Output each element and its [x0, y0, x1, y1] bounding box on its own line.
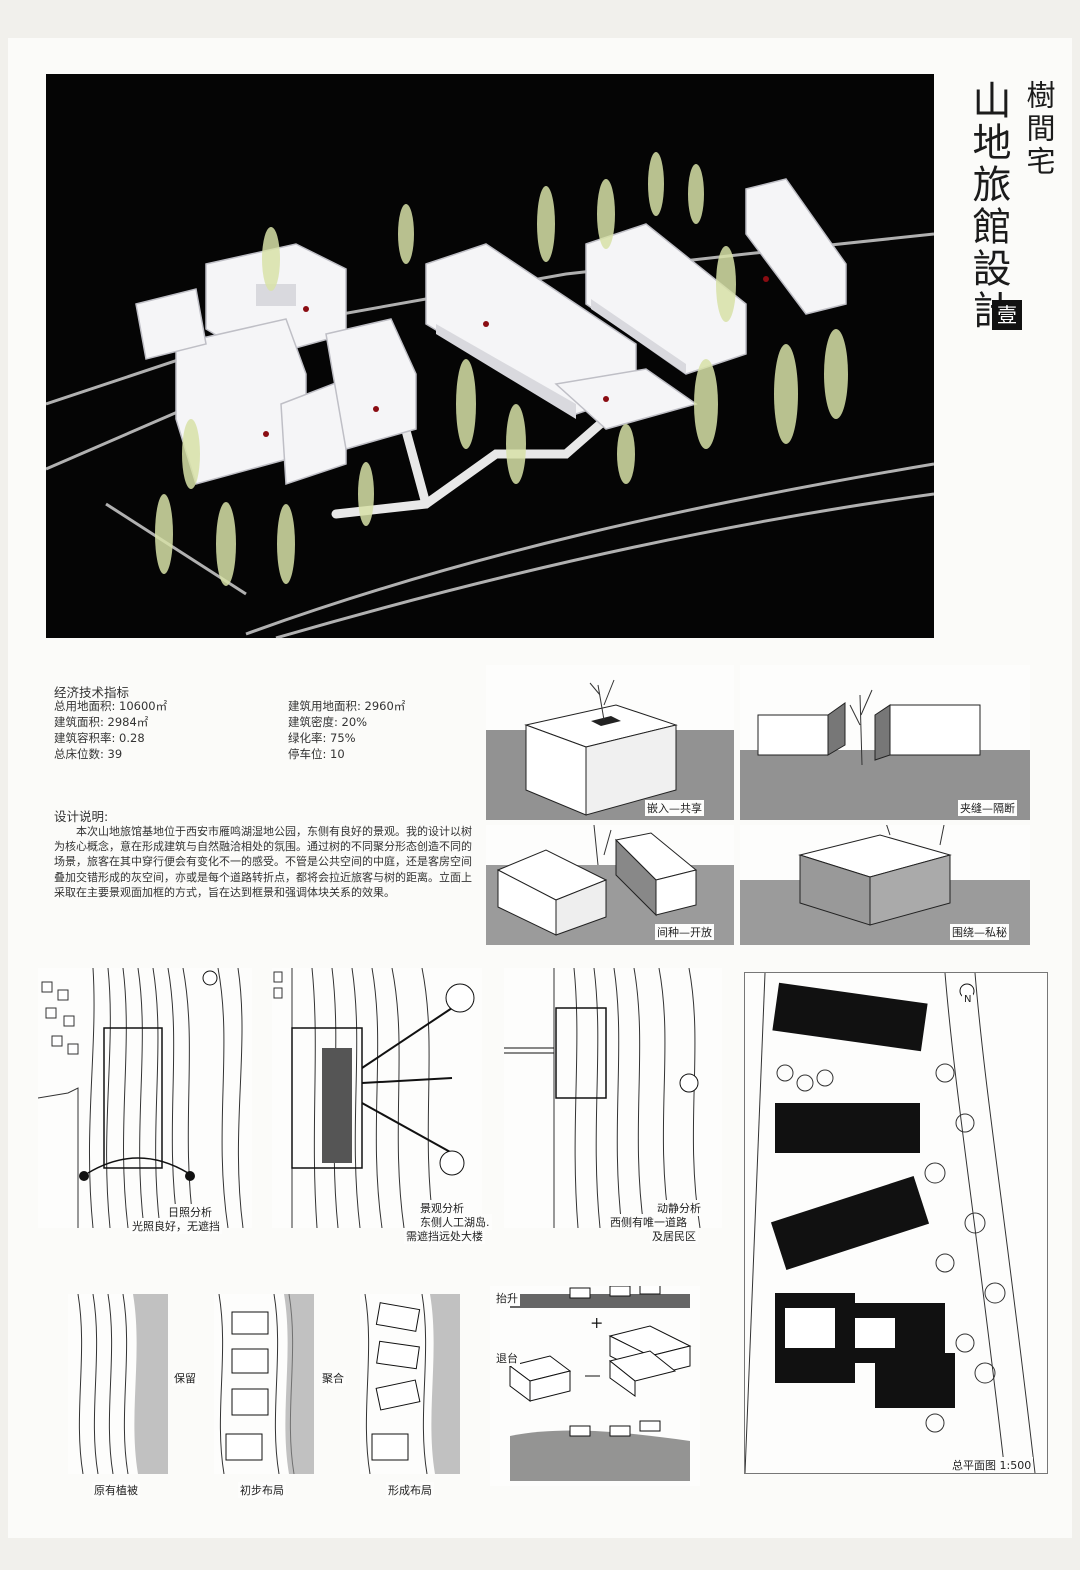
model-photo: [46, 74, 934, 638]
concept-caption-3: 围绕—私秘: [950, 924, 1009, 940]
concept-caption-0: 嵌入—共享: [645, 800, 704, 816]
indicator-left-0: 总用地面积: 10600㎡: [54, 699, 168, 713]
indicator-left-2: 建筑容积率: 0.28: [54, 731, 145, 745]
section-label-terrace: 退台: [494, 1350, 520, 1366]
sunlight-caption-1: 日照分析: [166, 1204, 214, 1220]
view-caption-1: 景观分析: [418, 1200, 466, 1216]
svg-text:+: +: [590, 1313, 603, 1332]
dynamic-caption-3: 及居民区: [650, 1228, 698, 1244]
indicator-right-2: 绿化率: 75%: [288, 731, 356, 745]
concept-caption-1: 夹缝—隔断: [958, 800, 1017, 816]
concept-caption-2: 间种—开放: [655, 924, 714, 940]
process-existing-vegetation: [68, 1294, 168, 1474]
sunlight-caption-2: 光照良好，无遮挡: [130, 1218, 222, 1234]
site-plan-drawing: [744, 972, 1048, 1474]
indicator-left-1: 建筑面积: 2984㎡: [54, 715, 149, 729]
process-initial-layout: [214, 1294, 314, 1474]
process-final-layout: [360, 1294, 460, 1474]
sunlight-analysis-diagram: [38, 968, 252, 1228]
design-notes-heading: 设计说明:: [54, 809, 109, 824]
dynamic-caption-1: 动静分析: [655, 1200, 703, 1216]
dynamic-caption-2: 西侧有唯一道路: [608, 1214, 689, 1230]
concept-sketch-gap: [740, 665, 1030, 820]
process-arrow-2: 聚合: [320, 1370, 346, 1386]
indicator-right-0: 建筑用地面积: 2960㎡: [288, 699, 406, 713]
north-arrow-label: N: [962, 994, 974, 1005]
process-step-3: 形成布局: [386, 1482, 434, 1498]
process-step-2: 初步布局: [238, 1482, 286, 1498]
process-step-1: 原有植被: [92, 1482, 140, 1498]
title-line-1: 樹間宅: [1022, 80, 1056, 179]
design-notes-body: 本次山地旅馆基地位于西安市雁鸣湖湿地公园，东侧有良好的景观。我的设计以树为核心概…: [54, 825, 472, 899]
sheet-number-badge: 壹: [992, 300, 1022, 330]
indicator-left-3: 总床位数: 39: [54, 747, 123, 761]
economic-indicators-heading: 经济技术指标: [54, 685, 130, 700]
view-caption-3: 需遮挡远处大楼: [404, 1228, 485, 1244]
view-caption-2: 东侧人工湖岛.: [418, 1214, 492, 1230]
site-plan-caption: 总平面图 1:500: [950, 1457, 1034, 1473]
view-analysis-diagram: [272, 968, 482, 1228]
process-arrow-1: 保留: [172, 1370, 198, 1386]
indicator-right-1: 建筑密度: 20%: [288, 715, 368, 729]
concept-sketch-interplant: [486, 825, 734, 945]
indicator-right-3: 停车位: 10: [288, 747, 345, 761]
section-label-lift: 抬升: [494, 1290, 520, 1306]
section-diagram: +: [490, 1286, 700, 1486]
title-line-2: 山地旅館設計: [966, 80, 1011, 332]
concept-sketch-embed: [486, 665, 734, 820]
project-title: 樹間宅 山地旅館設計 壹: [940, 80, 1068, 340]
dynamic-analysis-diagram: [504, 968, 722, 1228]
